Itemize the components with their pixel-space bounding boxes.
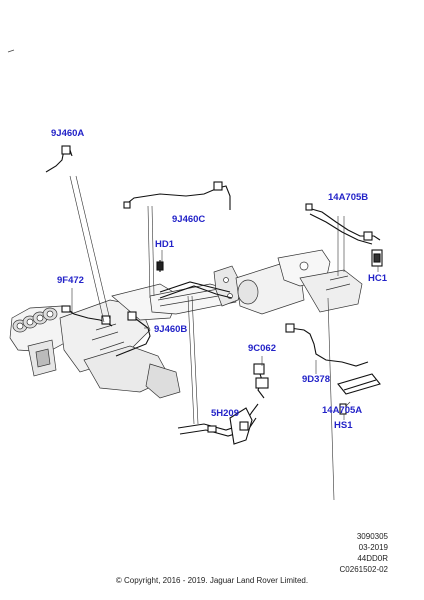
reference-code: 44DD0R [357, 554, 388, 563]
sensor-harnesses [45, 145, 383, 445]
callout-9F472: 9F472 [57, 275, 84, 286]
catalyst-housing [235, 249, 363, 315]
reference-illustration-id: C0261502-02 [339, 565, 388, 574]
copyright-notice: © Copyright, 2016 - 2019. Jaguar Land Ro… [115, 576, 309, 585]
callout-9J460C: 9J460C [172, 214, 205, 225]
exhaust-pipe-assembly [149, 265, 243, 315]
callout-9D378: 9D378 [302, 374, 330, 385]
callout-9J460A: 9J460A [51, 128, 84, 139]
callout-9J460B: 9J460B [154, 324, 187, 335]
callout-14A705B: 14A705B [328, 192, 368, 203]
callout-14A705A: 14A705A [322, 405, 362, 416]
callout-HD1: HD1 [155, 239, 175, 250]
callout-9C062: 9C062 [248, 343, 276, 354]
reference-number: 3090305 [356, 532, 388, 541]
leader-lines [69, 175, 379, 501]
callout-5H209: 5H209 [211, 408, 239, 419]
callout-HS1: HS1 [334, 420, 353, 431]
corner-mark [7, 49, 15, 53]
reference-date: 03-2019 [358, 543, 388, 552]
callout-HC1: HC1 [368, 273, 388, 284]
